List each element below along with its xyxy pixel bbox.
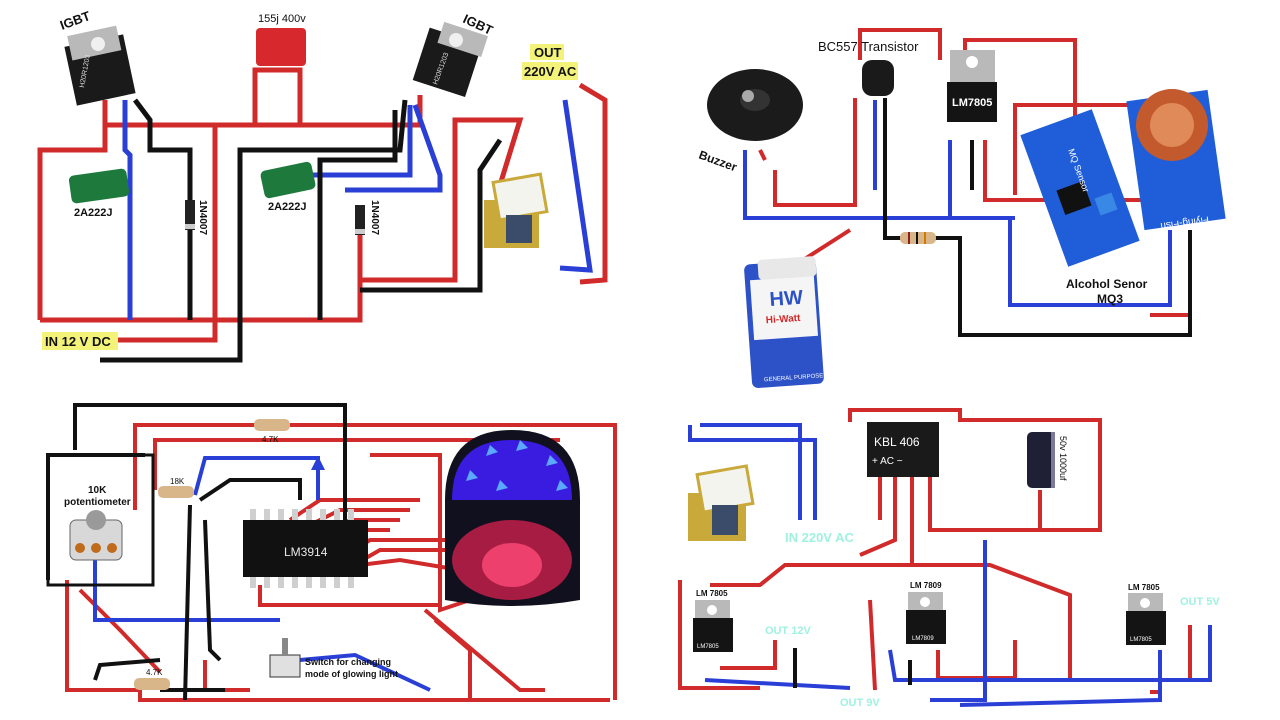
resistor-4k7-top: 4.7K xyxy=(254,419,290,444)
input-12v-label: IN 12 V DC xyxy=(42,332,118,350)
switch-label-line1: Switch for changing xyxy=(305,657,391,667)
reg1-label: LM 7805 xyxy=(696,589,728,598)
regulator-lm7805-left: LM 7805 LM7805 OUT 12V xyxy=(693,589,812,652)
bc557-transistor: BC557 Transistor xyxy=(818,39,919,96)
psu-blue-wires xyxy=(688,423,1212,707)
reg3-label: LM 7805 xyxy=(1128,583,1160,592)
ceramic-capacitor-right: 2A222J xyxy=(260,161,316,213)
bridge-rectifier: KBL 406 + AC − xyxy=(867,422,939,477)
resistor-mid-label: 18K xyxy=(170,477,185,486)
electrolytic-capacitor: 50v 1000uf xyxy=(1027,432,1068,488)
alcohol-black-wires xyxy=(883,98,1192,337)
resistor-top-label: 4.7K xyxy=(262,435,279,444)
cap-right-label: 2A222J xyxy=(268,201,307,213)
inverter-red-wires xyxy=(37,67,608,343)
bridge-label: KBL 406 xyxy=(874,435,920,449)
diode-left-label: 1N4007 xyxy=(197,200,208,235)
panel-power-supply: KBL 406 + AC − 50v 1000uf IN 220V AC LM … xyxy=(678,408,1220,709)
reg3-body: LM7805 xyxy=(1130,637,1152,643)
transformer-psu xyxy=(688,464,755,541)
cap-left-label: 2A222J xyxy=(74,207,113,219)
battery-name: Hi-Watt xyxy=(765,313,801,326)
transistor-label: BC557 Transistor xyxy=(818,39,919,54)
output-220v-label: OUT 220V AC xyxy=(522,44,578,80)
reg2-label: LM 7809 xyxy=(910,581,942,590)
led-dome xyxy=(445,430,580,606)
capacitor-top-label: 155j 400v xyxy=(258,13,306,25)
battery-foot: GENERAL PURPOSE xyxy=(764,373,824,383)
igbt-left-label: IGBT xyxy=(58,8,92,33)
psu-red-wires xyxy=(678,408,1192,694)
film-capacitor-top: 155j 400v xyxy=(256,13,306,66)
reg1-body: LM7805 xyxy=(697,644,719,650)
buzzer: Buzzer xyxy=(697,69,803,174)
lm7805-regulator-alcohol: LM7805 xyxy=(947,50,997,122)
out-5v: OUT 5V xyxy=(1180,596,1220,608)
out-12v: OUT 12V xyxy=(765,625,812,637)
regulator-lm7809: LM 7809 LM7809 OUT 9V xyxy=(840,581,946,709)
output-label-line1: OUT xyxy=(534,45,562,60)
blue-arrowhead xyxy=(311,456,325,470)
chip-label: LM3914 xyxy=(284,545,328,559)
buzzer-label: Buzzer xyxy=(697,148,739,175)
alcohol-blue-wires xyxy=(743,100,1172,307)
lm3914-chip: LM3914 xyxy=(243,509,368,588)
resistor-4k7-bottom: 4.7K xyxy=(134,668,170,690)
panel-led-driver: 10K potentiometer 4.7K 18K 4.7K xyxy=(46,403,617,702)
input-12v-text: IN 12 V DC xyxy=(45,334,111,349)
resistor-alcohol xyxy=(900,232,936,244)
out-9v: OUT 9V xyxy=(840,697,880,709)
reg2-body: LM7809 xyxy=(912,636,934,642)
regulator-lm7805-right: LM 7805 LM7805 OUT 5V xyxy=(1126,583,1220,645)
output-label-line2: 220V AC xyxy=(524,64,577,79)
psu-black-wires xyxy=(793,648,912,688)
input-220v-text: IN 220V AC xyxy=(785,530,854,545)
resistor-bottom-label: 4.7K xyxy=(146,668,163,677)
battery-9v: HW Hi-Watt GENERAL PURPOSE xyxy=(744,256,824,388)
bridge-pins: + AC − xyxy=(872,456,903,467)
mq3-sensor-board: MQ Sensor Flying-Fish Alcohol Senor MQ3 xyxy=(1020,89,1226,306)
panel-alcohol-sensor: Buzzer BC557 Transistor LM7805 HW H xyxy=(697,28,1226,388)
igbt-left: IGBT H20R1203 xyxy=(58,8,136,106)
led-blue-wires xyxy=(93,456,431,692)
input-220v-label: IN 220V AC xyxy=(785,530,854,545)
diode-right: 1N4007 xyxy=(355,200,380,235)
panel-inverter: IGBT H20R1203 IGBT H20R1203 155j 400v 2A… xyxy=(37,8,608,363)
diode-left: 1N4007 xyxy=(185,200,208,235)
transformer-inverter xyxy=(484,172,549,248)
potentiometer-10k: 10K potentiometer xyxy=(46,453,155,587)
ceramic-capacitor-left: 2A222J xyxy=(68,168,130,219)
capacitor-psu-label: 50v 1000uf xyxy=(1058,436,1068,481)
igbt-right: IGBT H20R1203 xyxy=(412,11,495,97)
sensor-label-line1: Alcohol Senor xyxy=(1066,277,1148,291)
resistor-18k: 18K xyxy=(158,477,194,498)
mode-switch: Switch for changing mode of glowing ligh… xyxy=(269,638,398,679)
diode-right-label: 1N4007 xyxy=(369,200,380,235)
switch-label-line2: mode of glowing light xyxy=(305,669,398,679)
battery-brand: HW xyxy=(769,287,804,311)
sensor-label-line2: MQ3 xyxy=(1097,292,1123,306)
pot-label-line1: 10K xyxy=(88,485,107,496)
regulator-alcohol-label: LM7805 xyxy=(952,97,992,109)
pot-label-line2: potentiometer xyxy=(64,497,131,508)
